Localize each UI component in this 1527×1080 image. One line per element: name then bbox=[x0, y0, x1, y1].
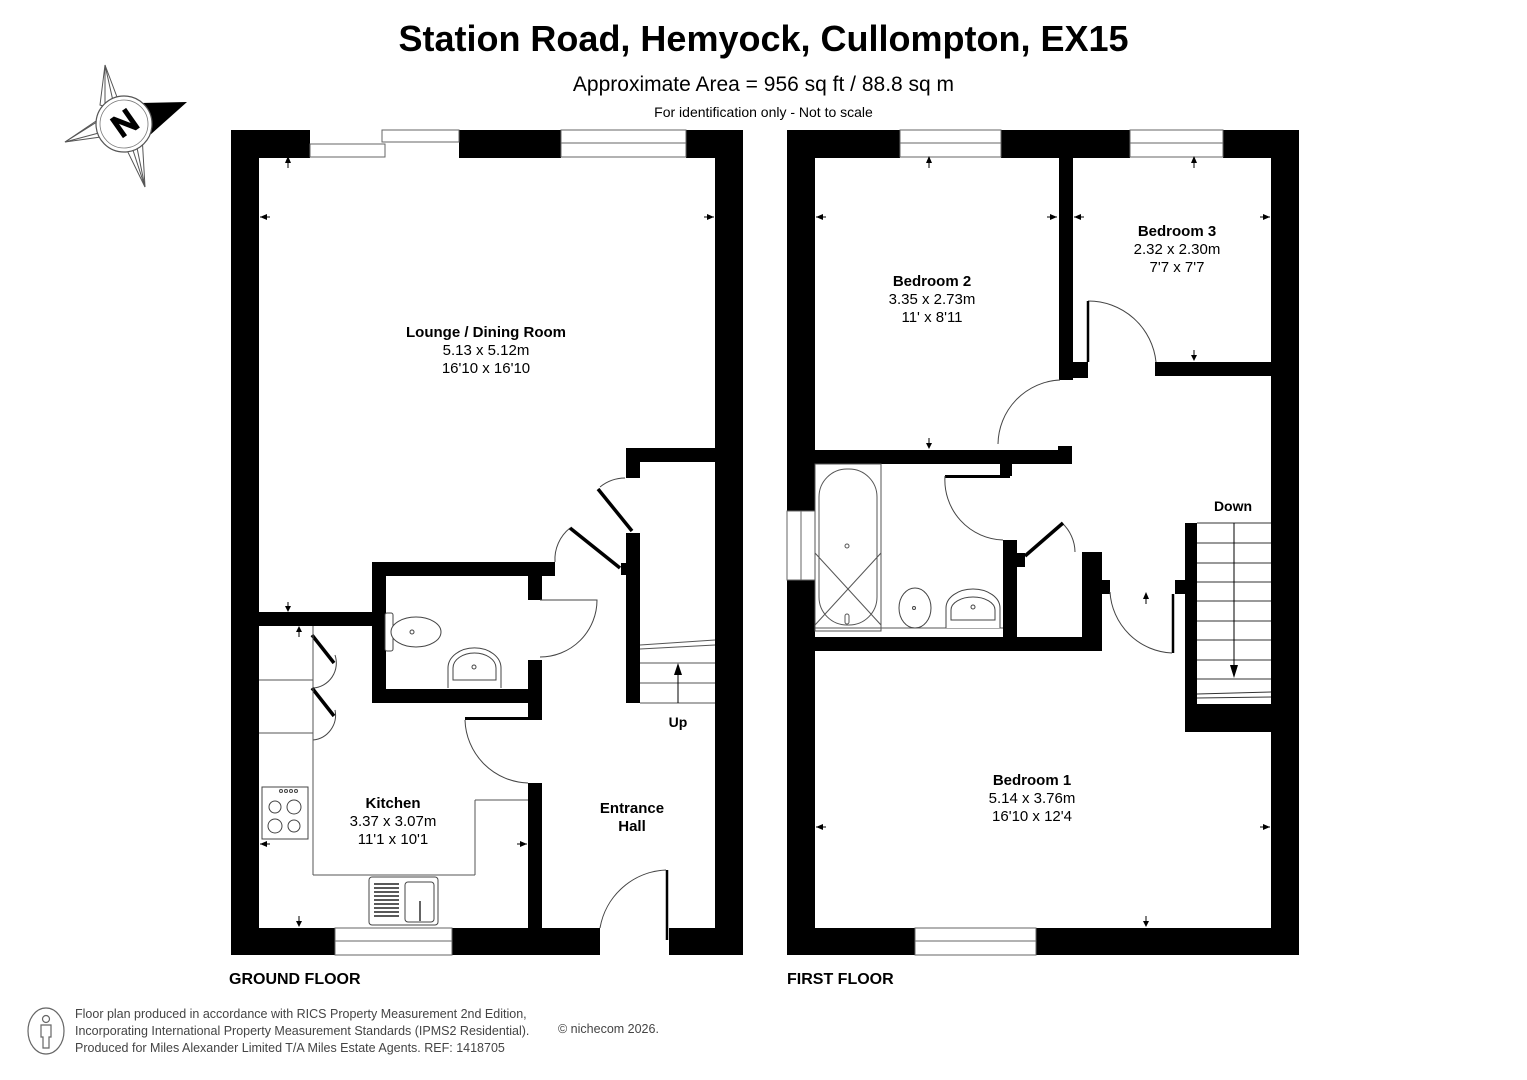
hob-icon bbox=[261, 786, 309, 840]
scale-disclaimer: For identification only - Not to scale bbox=[654, 104, 873, 120]
measurement-markers bbox=[260, 156, 714, 927]
room-dimensions-imperial: 16'10 x 12'4 bbox=[992, 808, 1072, 825]
room-label-bedroom-3: Bedroom 3 2.32 x 2.30m 7'7 x 7'7 bbox=[1134, 223, 1221, 277]
ground-floor-label: GROUND FLOOR bbox=[229, 971, 361, 988]
footer-line: Produced for Miles Alexander Limited T/A… bbox=[75, 1041, 505, 1055]
footer-disclaimer: Floor plan produced in accordance with R… bbox=[75, 1006, 529, 1057]
room-dimensions-metric: 3.37 x 3.07m bbox=[349, 813, 437, 830]
room-label-bedroom-2: Bedroom 2 3.35 x 2.73m 11' x 8'11 bbox=[889, 273, 976, 327]
footer-line: Floor plan produced in accordance with R… bbox=[75, 1007, 527, 1021]
room-label-entrance-hall: Entrance Hall bbox=[600, 800, 664, 836]
room-name: Bedroom 3 bbox=[1137, 223, 1217, 240]
ground-floor-stairs bbox=[639, 639, 716, 704]
kitchen-units bbox=[259, 626, 528, 876]
first-floor-doors bbox=[944, 300, 1173, 654]
first-floor-windows bbox=[786, 129, 1224, 956]
room-dimensions-metric: 5.13 x 5.12m bbox=[442, 342, 530, 359]
door-leaf bbox=[596, 487, 634, 533]
ground-floor-walls bbox=[231, 130, 743, 955]
wash-basin-icon bbox=[945, 588, 1001, 628]
measurement-markers bbox=[816, 156, 1270, 927]
toilet-icon bbox=[898, 587, 932, 629]
ground-floor-windows bbox=[309, 129, 687, 956]
compass-north-icon bbox=[64, 64, 187, 188]
room-dimensions-imperial: 11'1 x 10'1 bbox=[357, 831, 429, 848]
person-icon bbox=[27, 1007, 65, 1055]
room-dimensions-imperial: 7'7 x 7'7 bbox=[1149, 259, 1205, 276]
first-floor-walls bbox=[787, 130, 1299, 955]
wash-basin-icon bbox=[447, 647, 502, 688]
room-dimensions-metric: 2.32 x 2.30m bbox=[1133, 241, 1221, 258]
first-floor-stairs bbox=[1196, 522, 1272, 699]
room-dimensions-metric: 5.14 x 3.76m bbox=[988, 790, 1076, 807]
room-label-bedroom-1: Bedroom 1 5.14 x 3.76m 16'10 x 12'4 bbox=[989, 772, 1076, 826]
copyright: © nichecom 2026. bbox=[558, 1022, 659, 1036]
room-name: Lounge / Dining Room bbox=[406, 324, 566, 341]
door-leaf bbox=[568, 526, 622, 570]
footer-line: Incorporating International Property Mea… bbox=[75, 1024, 530, 1038]
room-name: Bedroom 2 bbox=[892, 273, 972, 290]
room-name-line1: Entrance bbox=[599, 800, 665, 817]
stairs-up-label: Up bbox=[668, 714, 688, 730]
room-label-lounge-dining: Lounge / Dining Room 5.13 x 5.12m 16'10 … bbox=[406, 324, 566, 378]
room-label-kitchen: Kitchen 3.37 x 3.07m 11'1 x 10'1 bbox=[350, 795, 437, 849]
room-name: Kitchen bbox=[365, 795, 421, 812]
property-title: Station Road, Hemyock, Cullompton, EX15 bbox=[398, 18, 1129, 59]
ground-floor-doors bbox=[312, 477, 667, 929]
room-name: Bedroom 1 bbox=[992, 772, 1072, 789]
room-dimensions-metric: 3.35 x 2.73m bbox=[888, 291, 976, 308]
sink-drainer-icon bbox=[368, 876, 439, 926]
approximate-area: Approximate Area = 956 sq ft / 88.8 sq m bbox=[572, 73, 955, 96]
room-dimensions-imperial: 16'10 x 16'10 bbox=[441, 360, 531, 377]
first-floor-label: FIRST FLOOR bbox=[787, 971, 894, 988]
toilet-icon bbox=[384, 612, 442, 652]
room-dimensions-imperial: 11' x 8'11 bbox=[901, 309, 963, 326]
room-name-line2: Hall bbox=[618, 818, 646, 835]
stairs-down-label: Down bbox=[1213, 498, 1253, 514]
